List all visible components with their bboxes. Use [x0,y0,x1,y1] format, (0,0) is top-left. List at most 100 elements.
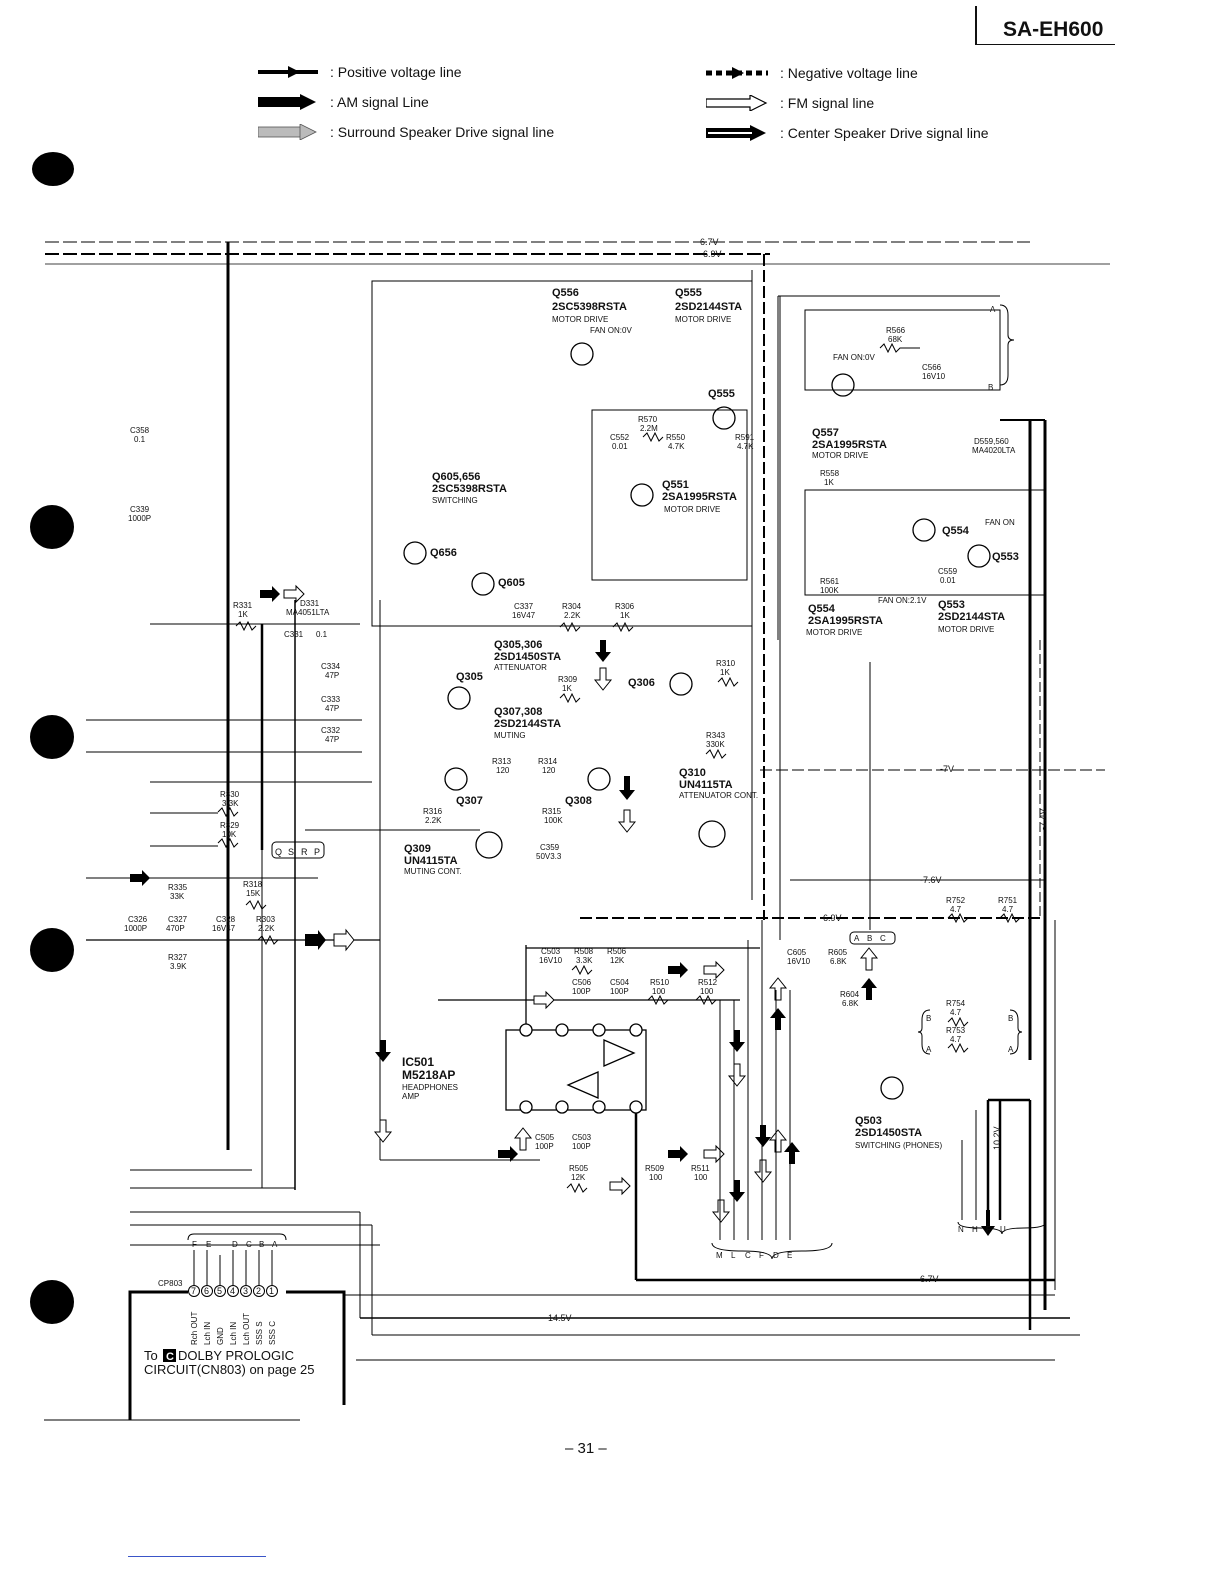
svg-text:B: B [867,934,872,943]
svg-text:Q: Q [275,847,282,857]
svg-text:Lch IN: Lch IN [229,1322,238,1345]
svg-text:C359: C359 [540,843,560,852]
svg-text:C552: C552 [610,433,630,442]
svg-text:Q305: Q305 [456,671,483,683]
cp803-pin-names: Rch OUT Lch IN GND Lch IN Lch OUT SSS S … [190,1312,277,1345]
svg-text:SSS C: SSS C [268,1321,277,1345]
svg-text:M: M [716,1251,723,1260]
svg-text:R310: R310 [716,659,736,668]
q556-part: 2SC5398RSTA [552,301,627,313]
cp803-note-line1: DOLBY PROLOGIC [178,1348,294,1363]
svg-text:4.7: 4.7 [950,1008,962,1017]
cp803-pin-numbers: 7 6 5 4 3 2 1 [191,1286,274,1296]
q605-part: 2SC5398RSTA [432,483,507,495]
abc-terminal-labels: A B C [854,934,886,943]
svg-text:A: A [1008,1045,1014,1054]
legend-surround: : Surround Speaker Drive signal line [258,124,554,140]
surround-arrow-icon [258,124,317,140]
legend-fm: : FM signal line [706,95,874,111]
ab-terminals [917,304,1023,1055]
svg-text:R604: R604 [840,990,860,999]
svg-text:47P: 47P [325,735,339,744]
svg-text:R566: R566 [886,326,906,335]
svg-text:R329: R329 [220,821,240,830]
svg-text:Lch IN: Lch IN [203,1322,212,1345]
svg-text:R605: R605 [828,948,848,957]
svg-text:R343: R343 [706,731,726,740]
ic501-part: M5218AP [402,1068,455,1082]
svg-text:R570: R570 [638,415,658,424]
svg-text:A: A [272,1240,278,1249]
cp803-note-prefix: To [144,1348,158,1363]
cp803-ref: CP803 [158,1279,183,1288]
svg-text:R316: R316 [423,807,443,816]
q557-ref: Q557 [812,427,839,439]
svg-text:0.01: 0.01 [940,576,956,585]
ic501-desc1: HEADPHONES [402,1083,458,1092]
svg-text:R550: R550 [666,433,686,442]
legend-negative-label: : Negative voltage line [780,65,918,81]
svg-text:3.3K: 3.3K [576,956,593,965]
svg-text:120: 120 [496,766,510,775]
svg-text:R561: R561 [820,577,840,586]
svg-text:MOTOR DRIVE: MOTOR DRIVE [812,451,868,460]
svg-text:6.8K: 6.8K [830,957,847,966]
q605-ref: Q605,656 [432,471,480,483]
svg-text:D: D [232,1240,238,1249]
svg-text:D559,560: D559,560 [974,437,1009,446]
svg-text:FAN ON:0V: FAN ON:0V [590,326,632,335]
svg-text:R318: R318 [243,880,263,889]
svg-text:R558: R558 [820,469,840,478]
svg-text:R505: R505 [569,1164,589,1173]
svg-text:16V10: 16V10 [787,957,811,966]
svg-text:R754: R754 [946,999,966,1008]
left-wiring [86,600,540,1246]
svg-text:B: B [926,1014,931,1023]
positive-line-icon [258,66,318,78]
legend-positive: : Positive voltage line [258,64,462,80]
svg-text:C503: C503 [572,1133,592,1142]
legend-positive-label: : Positive voltage line [330,64,462,80]
svg-text:C358: C358 [130,426,150,435]
svg-text:R: R [301,847,308,857]
svg-text:Lch OUT: Lch OUT [242,1313,251,1345]
svg-text:MOTOR DRIVE: MOTOR DRIVE [552,315,608,324]
svg-text:C326: C326 [128,915,148,924]
svg-text:16V47: 16V47 [512,611,536,620]
mlcfde-terminal [711,920,833,1260]
svg-text:1K: 1K [562,684,572,693]
svg-text:1K: 1K [620,611,630,620]
svg-text:R512: R512 [698,978,718,987]
mlcfde-labels: M L C F D E [716,1251,792,1260]
svg-text:R591: R591 [735,433,755,442]
svg-text:7: 7 [191,1286,196,1296]
svg-text:1K: 1K [824,478,834,487]
svg-text:R752: R752 [946,896,966,905]
q309-ref: Q309 [404,843,431,855]
svg-text:2.2K: 2.2K [425,816,442,825]
svg-text:C566: C566 [922,363,942,372]
svg-text:100: 100 [694,1173,708,1182]
svg-text:0.01: 0.01 [612,442,628,451]
svg-text:0.1: 0.1 [134,435,146,444]
svg-text:0.1: 0.1 [316,630,328,639]
svg-text:C605: C605 [787,948,807,957]
svg-text:Q553: Q553 [992,551,1019,563]
svg-text:47P: 47P [325,704,339,713]
motor-drive-block [371,280,1047,1310]
legend-center-label: : Center Speaker Drive signal line [780,125,989,141]
svg-text:Q656: Q656 [430,547,457,559]
svg-text:100P: 100P [572,987,591,996]
svg-text:100P: 100P [572,1142,591,1151]
abc-terminal [849,931,896,945]
legend-fm-label: : FM signal line [780,95,875,111]
negative-line-icon [706,67,768,79]
svg-text:D331: D331 [300,599,320,608]
svg-text:R506: R506 [607,947,627,956]
rail-voltage-side: -7.4V [1038,808,1048,830]
svg-text:B: B [259,1240,264,1249]
svg-text:MUTING: MUTING [494,731,526,740]
svg-text:MUTING CONT.: MUTING CONT. [404,867,462,876]
nhfu-terminal [957,1098,1047,1330]
svg-text:R303: R303 [256,915,276,924]
